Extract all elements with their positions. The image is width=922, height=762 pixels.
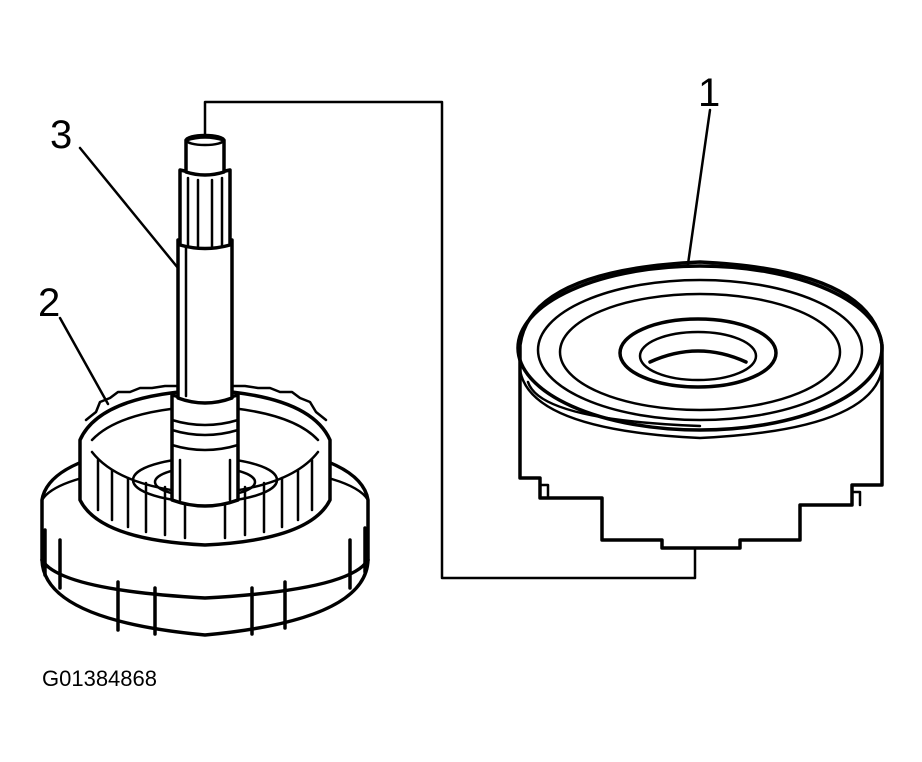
callout-leaders (58, 108, 712, 406)
callout-label-3: 3 (50, 113, 72, 157)
part-3-input-shaft (170, 133, 240, 508)
figure-id-label: G01384868 (42, 666, 157, 691)
callout-label-1: 1 (698, 71, 720, 115)
callout-label-2: 2 (38, 281, 60, 325)
part-1-clutch-drum (516, 260, 884, 550)
assembly-connector-line (203, 100, 697, 580)
